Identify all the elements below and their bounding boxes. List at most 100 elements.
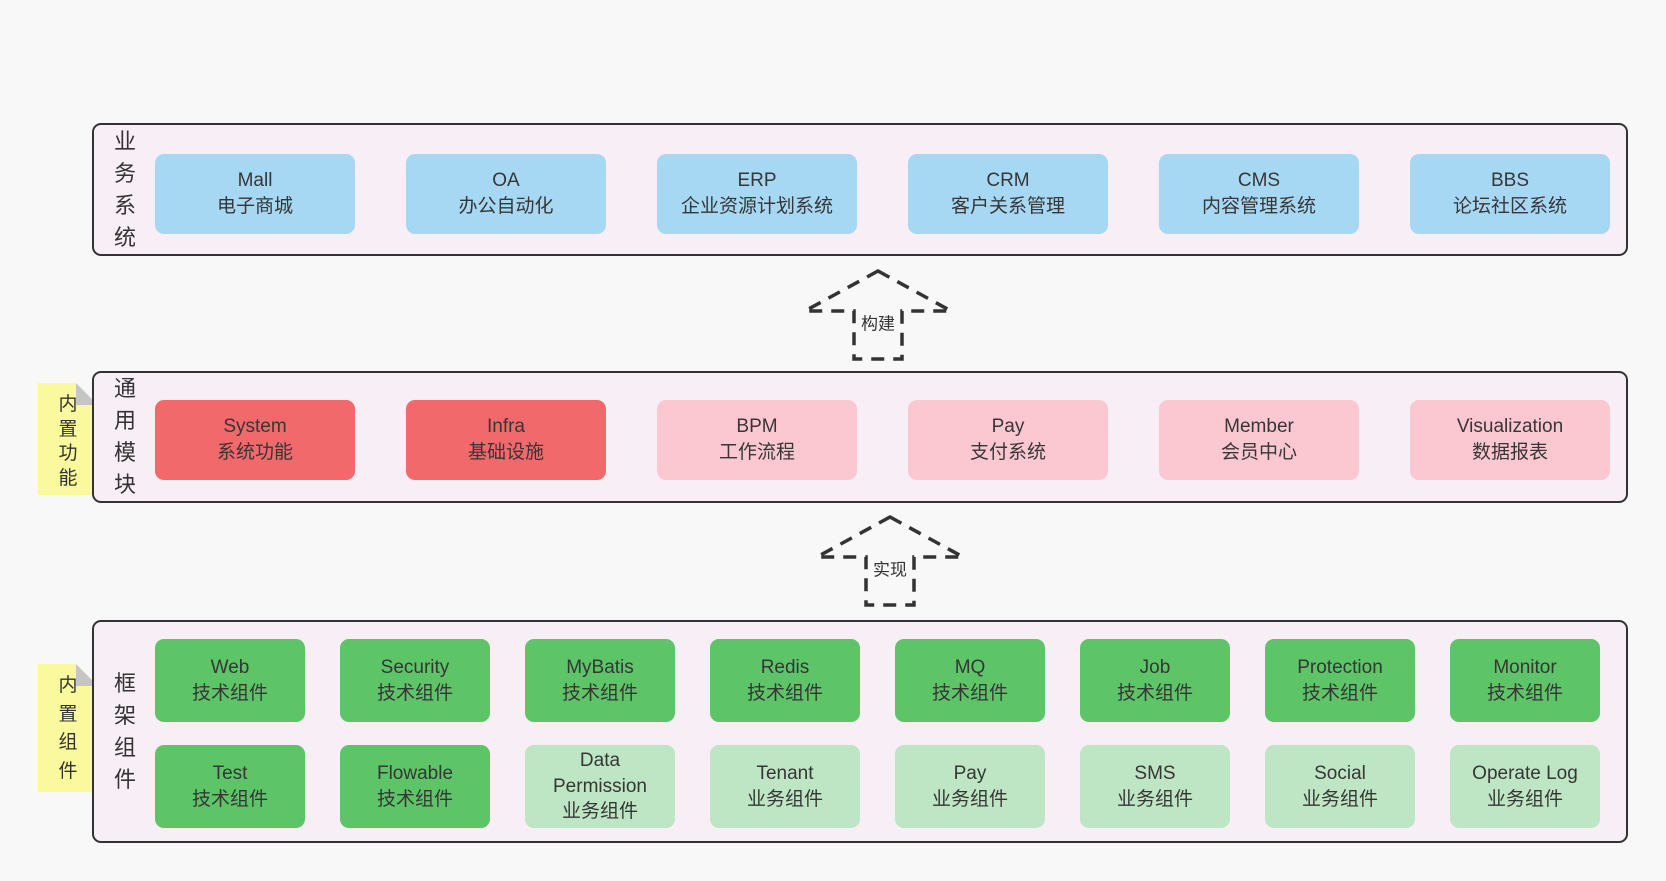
box-title: Flowable (376, 762, 454, 784)
section-common-modules: 通用模块 System 系统功能 Infra 基础设施 BPM 工作流程 Pay 支付系统 Me… (92, 371, 1628, 503)
box-social: Social 业务组件 (1265, 745, 1415, 828)
box-title: Security (380, 656, 450, 678)
box-row: System 系统功能 Infra 基础设施 BPM 工作流程 Pay 支付系统 Member 会… (155, 400, 1610, 480)
box-title: Data Permission (553, 750, 647, 797)
box-subtitle: 工作流程 (718, 442, 795, 463)
box-subtitle: 会员中心 (1220, 442, 1297, 463)
sticky-note-builtin-features: 内置功能 (38, 383, 98, 495)
box-redis: Redis 技术组件 (710, 639, 860, 722)
box-infra: Infra 基础设施 (406, 400, 606, 480)
box-title: OA (492, 170, 520, 192)
box-job: Job 技术组件 (1080, 639, 1230, 722)
box-title: CMS (1237, 170, 1281, 192)
box-title: Pay (991, 416, 1025, 438)
box-subtitle: 技术组件 (191, 788, 268, 810)
box-subtitle: 技术组件 (376, 788, 453, 810)
box-oa: OA 办公自动化 (406, 154, 606, 234)
box-title: BPM (736, 416, 778, 438)
box-subtitle: 论坛社区系统 (1452, 196, 1567, 217)
box-title: Test (212, 762, 248, 784)
box-title: Infra (486, 416, 526, 438)
sticky-note-text: 内置组件 (58, 675, 78, 782)
box-title: BBS (1490, 170, 1530, 192)
box-title: Tenant (756, 762, 814, 784)
box-test: Test 技术组件 (155, 745, 305, 828)
box-subtitle: 业务组件 (561, 801, 638, 823)
box-protection: Protection 技术组件 (1265, 639, 1415, 722)
up-arrow-outline-icon (816, 515, 964, 607)
box-subtitle: 基础设施 (467, 442, 544, 463)
box-subtitle: 数据报表 (1471, 442, 1548, 463)
box-title: Web (210, 656, 250, 678)
box-subtitle: 办公自动化 (458, 196, 554, 217)
box-subtitle: 业务组件 (931, 788, 1008, 810)
box-title: System (223, 416, 287, 438)
box-crm: CRM 客户关系管理 (908, 154, 1108, 234)
box-subtitle: 企业资源计划系统 (680, 196, 833, 217)
section-business-systems: 业务系统 Mall 电子商城 OA 办公自动化 ERP 企业资源计划系统 CRM 客户关系管理… (92, 123, 1628, 256)
box-system: System 系统功能 (155, 400, 355, 480)
box-title: Member (1224, 416, 1294, 438)
box-visualization: Visualization 数据报表 (1410, 400, 1610, 480)
box-tenant: Tenant 业务组件 (710, 745, 860, 828)
arrow-label: 构建 (858, 309, 898, 335)
box-title: Pay (953, 762, 987, 784)
box-pay: Pay 业务组件 (895, 745, 1045, 828)
box-title: Mall (237, 170, 273, 192)
box-subtitle: 技术组件 (1301, 682, 1378, 704)
box-subtitle: 业务组件 (1486, 788, 1563, 810)
box-title: Visualization (1456, 416, 1564, 438)
box-subtitle: 内容管理系统 (1201, 196, 1316, 217)
up-arrow-outline-icon (804, 269, 952, 361)
box-title: Redis (760, 656, 810, 678)
box-title: ERP (737, 170, 777, 192)
box-erp: ERP 企业资源计划系统 (657, 154, 857, 234)
box-web: Web 技术组件 (155, 639, 305, 722)
box-cms: CMS 内容管理系统 (1159, 154, 1359, 234)
box-bbs: BBS 论坛社区系统 (1410, 154, 1610, 234)
box-title: Operate Log (1472, 762, 1578, 784)
box-data-permission: Data Permission 业务组件 (525, 745, 675, 828)
sticky-note-text: 内置功能 (58, 394, 78, 490)
box-operate-log: Operate Log 业务组件 (1450, 745, 1600, 828)
section-label-column: 框架组件 (94, 622, 156, 841)
box-mq: MQ 技术组件 (895, 639, 1045, 722)
box-subtitle: 支付系统 (969, 442, 1046, 463)
section-label-column: 通用模块 (94, 373, 156, 501)
box-flowable: Flowable 技术组件 (340, 745, 490, 828)
box-title: Social (1314, 762, 1366, 784)
box-subtitle: 电子商城 (216, 196, 293, 217)
arrow-label: 实现 (870, 555, 910, 581)
box-monitor: Monitor 技术组件 (1450, 639, 1600, 722)
box-mall: Mall 电子商城 (155, 154, 355, 234)
box-subtitle: 技术组件 (1486, 682, 1563, 704)
box-title: MQ (954, 656, 986, 678)
box-title: CRM (986, 170, 1030, 192)
box-title: Job (1139, 656, 1171, 678)
box-title: Protection (1297, 656, 1383, 678)
box-title: Monitor (1493, 656, 1557, 678)
box-subtitle: 技术组件 (931, 682, 1008, 704)
section-label: 通用模块 (113, 376, 136, 497)
section-label: 框架组件 (113, 670, 136, 792)
box-title: SMS (1134, 762, 1176, 784)
section-label-column: 业务系统 (94, 125, 156, 254)
box-subtitle: 系统功能 (216, 442, 293, 463)
box-pay: Pay 支付系统 (908, 400, 1108, 480)
box-bpm: BPM 工作流程 (657, 400, 857, 480)
box-subtitle: 技术组件 (561, 682, 638, 704)
arrow-build: 构建 (798, 266, 958, 362)
box-member: Member 会员中心 (1159, 400, 1359, 480)
box-subtitle: 业务组件 (746, 788, 823, 810)
box-subtitle: 技术组件 (746, 682, 823, 704)
box-subtitle: 客户关系管理 (950, 196, 1065, 217)
box-subtitle: 技术组件 (191, 682, 268, 704)
box-subtitle: 技术组件 (1116, 682, 1193, 704)
box-subtitle: 业务组件 (1301, 788, 1378, 810)
